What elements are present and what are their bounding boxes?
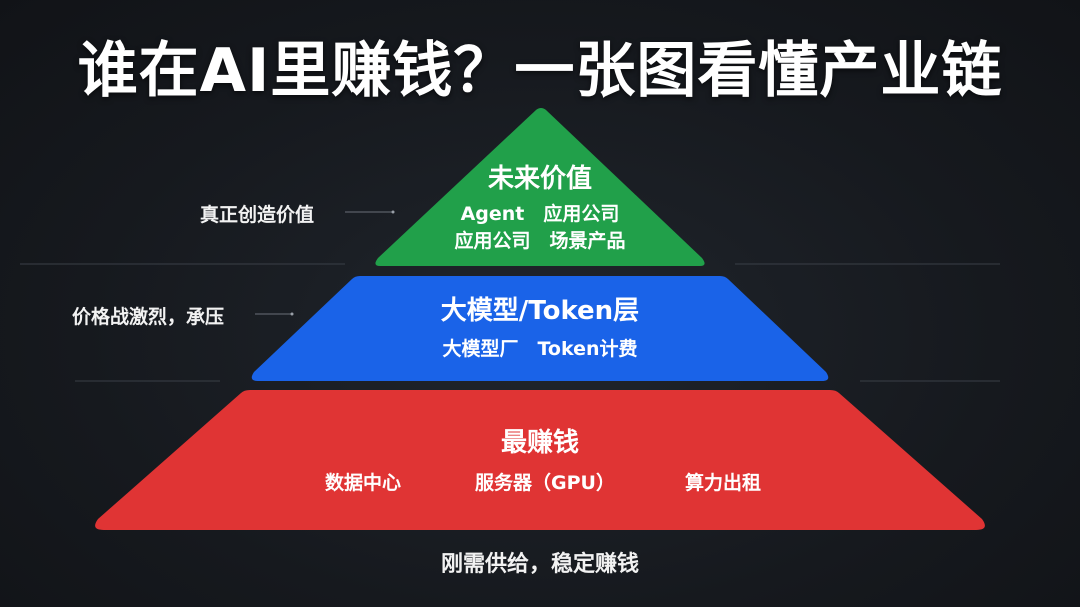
tier-bottom-item-2: 服务器（GPU） bbox=[475, 472, 615, 494]
tier-bottom-shape bbox=[95, 390, 985, 530]
side-note-top: 真正创造价值 bbox=[200, 204, 315, 226]
tier-top-shape bbox=[375, 108, 705, 266]
tier-bottom-item-3: 算力出租 bbox=[684, 472, 761, 494]
bottom-note: 刚需供给，稳定赚钱 bbox=[440, 552, 639, 577]
tier-middle-title: 大模型/Token层 bbox=[440, 296, 640, 326]
connector-dot bbox=[391, 210, 395, 214]
tier-top-title: 未来价值 bbox=[487, 164, 592, 194]
tier-top-line-2: 应用公司 场景产品 bbox=[454, 230, 626, 252]
side-note-middle: 价格战激烈，承压 bbox=[72, 306, 225, 328]
tier-bottom-title: 最赚钱 bbox=[500, 428, 579, 458]
tier-top-line-1: Agent 应用公司 bbox=[460, 203, 620, 225]
tier-middle-line-1: 大模型厂 Token计费 bbox=[442, 338, 638, 360]
connector-dot bbox=[290, 312, 294, 316]
tier-middle-shape bbox=[251, 276, 829, 381]
page-title: 谁在AI里赚钱？一张图看懂产业链 bbox=[77, 36, 1003, 106]
tier-bottom-item-1: 数据中心 bbox=[324, 472, 401, 494]
